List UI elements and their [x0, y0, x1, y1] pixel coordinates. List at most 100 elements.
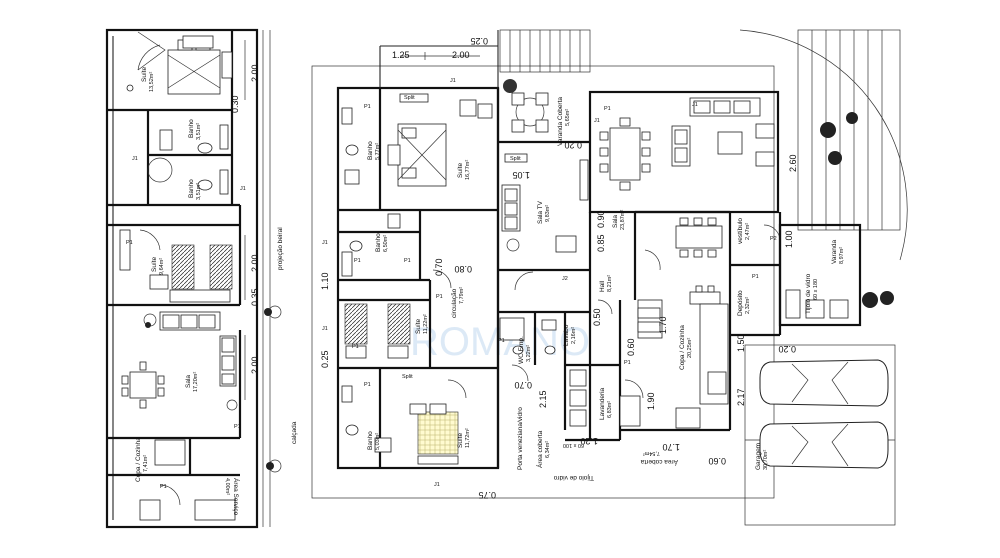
- door-tag-p1-b: P1: [234, 424, 241, 430]
- dimension-2-00-top: 2.00: [452, 50, 470, 60]
- room-area-deposito: 2,32m²: [745, 297, 751, 314]
- room-area-varanda-right: 8,97m²: [839, 247, 845, 264]
- window-tag-j1-d: J1: [322, 240, 328, 246]
- door-tag-p1-g: P1: [436, 294, 443, 300]
- garage-cars: [759, 359, 889, 469]
- room-name-varanda-coberta: Varanda Coberta: [557, 97, 564, 146]
- room-area-copa-cozinha-main: 20,25m²: [687, 338, 693, 358]
- dimension-2-00-a: 2.00: [250, 64, 260, 82]
- dimension-0-75: 0.75: [478, 490, 496, 500]
- door-tag-p1-h: P1: [364, 382, 371, 388]
- room-area-suite-main: 16,77m²: [465, 160, 471, 180]
- dimension-2-00-c: 2.00: [250, 356, 260, 374]
- label-tijolo-vidro-b-size: 60 x 100: [563, 442, 584, 448]
- room-area-suite-mid: 11,22m²: [423, 314, 429, 334]
- room-area-banho-c: 5,77m²: [375, 143, 381, 160]
- room-name-lavabo: Lavabo: [563, 324, 570, 346]
- dimension-1-00: 1.00: [784, 230, 794, 248]
- room-area-lavabo: 2,16m²: [571, 327, 577, 344]
- dimension-0-85: 0.85: [596, 234, 606, 252]
- room-name-suite-mid: Suíte: [415, 318, 422, 334]
- door-tag-p1-j: P1: [498, 338, 505, 344]
- label-projecao-beiral: projeção beiral: [277, 227, 284, 270]
- room-name-banho-b: Banho: [188, 179, 195, 198]
- room-name-banho-c: Banho: [367, 141, 374, 160]
- room-name-suite-mid-left: Suíte: [151, 256, 158, 272]
- door-tag-p1-e: P1: [354, 258, 361, 264]
- left-unit: [105, 28, 282, 529]
- window-tag-j2: J2: [562, 276, 568, 282]
- dimension-1-05: 1.05: [512, 170, 530, 180]
- window-tag-j1-g: J1: [594, 118, 600, 124]
- room-area-area-servico: 4,00m²: [224, 478, 230, 495]
- room-area-sala-tv: 9,83m²: [545, 205, 551, 222]
- room-area-garagem: 30,70m²: [763, 450, 769, 470]
- dimension-1-70-a: 1.70: [658, 316, 668, 334]
- dimension-1-90: 1.90: [646, 392, 656, 410]
- door-tag-p2: P2: [770, 236, 777, 242]
- room-name-suite-top-left: Suíte: [141, 66, 148, 82]
- door-tag-p1-d: P1: [364, 104, 371, 110]
- dimension-1-50: 1.50: [736, 334, 746, 352]
- door-tag-j1-a: J1: [132, 156, 138, 162]
- dimension-1-20: 1.20: [580, 436, 598, 446]
- room-name-banho-a: Banho: [188, 119, 195, 138]
- room-area-banho-b: 3,51m²: [196, 183, 202, 200]
- dimension-0-90: 0.90: [596, 210, 606, 228]
- label-split-b: Split: [510, 156, 521, 162]
- dimension-1-10: 1.10: [320, 272, 330, 290]
- label-calcada: calçada: [291, 421, 298, 444]
- room-name-banho-d: Banho: [375, 233, 382, 252]
- dimension-1-70-b: 1.70: [662, 442, 680, 452]
- room-name-copa-cozinha-left: Copa / Cozinha: [135, 437, 142, 482]
- room-area-wc-emp: 3,22m²: [526, 345, 532, 362]
- room-area-hall: 8,21m²: [607, 275, 613, 292]
- dimension-0-60-b: 0.60: [708, 456, 726, 466]
- room-name-sala-main: Sala: [612, 215, 619, 228]
- room-area-varanda-coberta: 5,65m²: [565, 109, 571, 126]
- dimension-0-70-b: 0.70: [514, 380, 532, 390]
- room-name-wc-emp: WC Emp.: [518, 336, 525, 364]
- room-area-banho-d: 6,50m²: [383, 235, 389, 252]
- door-tag-p1-f: P1: [404, 258, 411, 264]
- dimension-1-25: 1.25: [392, 50, 410, 60]
- door-tag-j1-b: J1: [240, 186, 246, 192]
- room-name-hall: Hall: [599, 280, 606, 292]
- room-area-banho-a: 3,51m²: [196, 123, 202, 140]
- room-name-area-coberta-a: Área coberta: [535, 430, 544, 468]
- room-area-circulacao: 7,79m²: [459, 287, 465, 304]
- label-tijolo-vidro-a-size: 60 x 180: [813, 279, 819, 300]
- room-area-vestibulo: 2,47m²: [745, 223, 751, 240]
- label-split-c: Split: [402, 374, 413, 380]
- room-name-garagem: Garagem: [755, 443, 762, 470]
- dimension-0-25-left: 0.25: [320, 350, 330, 368]
- room-name-deposito: Depósito: [737, 290, 744, 316]
- room-area-lavanderia: 6,83m²: [607, 401, 613, 418]
- room-name-lavanderia: Lavanderia: [599, 387, 606, 420]
- room-area-banho-e: 5,03m²: [375, 433, 381, 450]
- room-area-suite-mid-left: 9,64m²: [159, 258, 165, 275]
- door-tag-p1-i: P1: [352, 344, 359, 350]
- dimension-0-20-b: 0.20: [778, 344, 796, 354]
- room-name-area-servico: Área Serviço: [232, 478, 241, 516]
- room-name-circulacao: circulação: [451, 288, 458, 318]
- window-tag-j1-f: J1: [434, 482, 440, 488]
- label-tijolo-vidro-a: Tijolo de vidro: [805, 273, 812, 314]
- room-name-vestibulo: vestíbulo: [737, 218, 744, 244]
- dimension-0-60: 0.60: [626, 338, 636, 356]
- label-porta-veneziana: Porta veneziana/vidro: [517, 407, 524, 470]
- room-name-copa-cozinha-main: Copa / Cozinha: [679, 325, 686, 370]
- door-tag-p1-c: P1: [160, 484, 167, 490]
- dimension-0-80: 0.80: [454, 264, 472, 274]
- dimension-2-17: 2.17: [736, 388, 746, 406]
- window-tag-j1-h: J1: [692, 102, 698, 108]
- door-tag-p1-m: P1: [624, 360, 631, 366]
- window-tag-j1-e: J1: [322, 326, 328, 332]
- room-area-suite-top-left: 13,52m²: [149, 72, 155, 92]
- room-area-sala-main: 23,87m²: [620, 210, 626, 230]
- label-tijolo-vidro-b: Tijolo de vidro: [553, 474, 594, 481]
- window-tag-j1-c: J1: [450, 78, 456, 84]
- dimension-2-60: 2.60: [788, 154, 798, 172]
- room-area-copa-cozinha-left: 7,41m²: [143, 455, 149, 472]
